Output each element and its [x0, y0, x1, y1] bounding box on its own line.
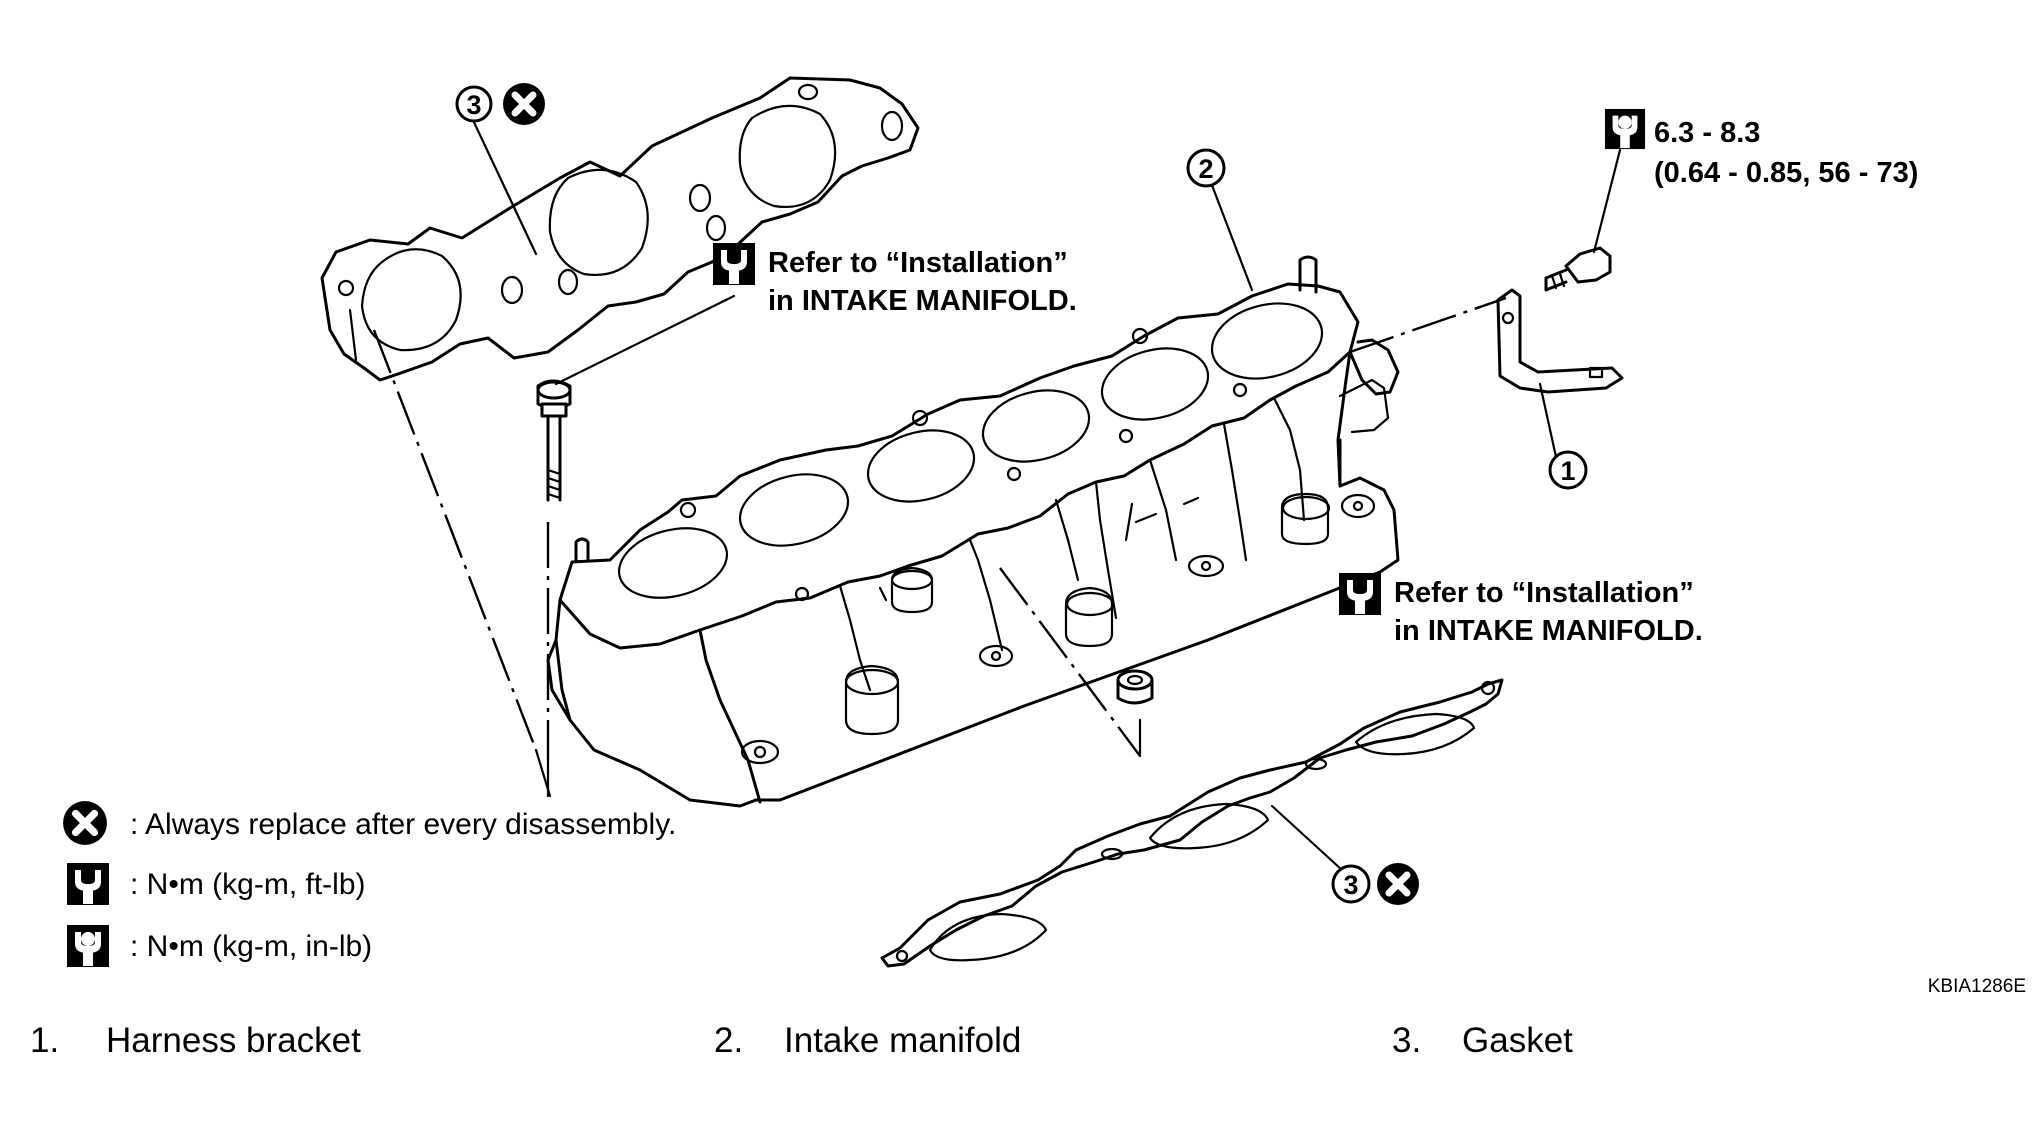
leader-torque-spec	[1592, 148, 1622, 254]
part-3-name: Gasket	[1462, 1021, 1573, 1060]
note-lower-line2: in INTAKE MANIFOLD.	[1394, 615, 1703, 647]
alignment-line-left	[372, 329, 538, 751]
torque-spec-line1: 6.3 - 8.3	[1654, 117, 1760, 149]
harness-bracket-bolt	[1544, 246, 1612, 292]
lower-gasket	[880, 678, 1504, 968]
part-2-name: Intake manifold	[784, 1021, 1021, 1060]
part-2-number: 2.	[714, 1021, 743, 1060]
x-circle-icon	[1377, 863, 1419, 905]
callout-3-upper: 3	[455, 85, 493, 123]
x-circle-icon	[503, 83, 545, 125]
leader-callout-1	[1538, 382, 1560, 468]
torque-wrench-icon	[67, 863, 109, 905]
parts-list: 1. Harness bracket 2. Intake manifold 3.…	[30, 1021, 1573, 1060]
upper-gasket	[320, 76, 920, 382]
manifold-bolt	[536, 379, 572, 502]
callout-1-label: 1	[1560, 456, 1575, 486]
part-1-name: Harness bracket	[106, 1021, 361, 1060]
legend-replace-text: : Always replace after every disassembly…	[130, 808, 676, 841]
callout-3-lower-label: 3	[1343, 870, 1358, 900]
callout-3-lower: 3	[1331, 864, 1371, 904]
alignment-line-nut	[999, 567, 1141, 757]
note-upper-line1: Refer to “Installation”	[768, 247, 1068, 279]
note-lower-line1: Refer to “Installation”	[1394, 577, 1694, 609]
manifold-nut	[1116, 669, 1154, 705]
torque-wrench-icon	[713, 243, 755, 285]
part-1-number: 1.	[30, 1021, 59, 1060]
leader-callout-3-upper	[470, 116, 538, 256]
x-circle-icon	[63, 801, 107, 845]
torque-spec-line2: (0.64 - 0.85, 56 - 73)	[1654, 157, 1918, 189]
alignment-line-bracket	[1349, 296, 1507, 354]
part-3-number: 3.	[1392, 1021, 1421, 1060]
legend-torque-ftlb-text: : N•m (kg-m, ft-lb)	[130, 868, 366, 901]
leader-callout-3-lower	[1270, 804, 1344, 872]
callout-2-label: 2	[1198, 154, 1213, 184]
torque-wrench-filled-icon	[1604, 108, 1646, 150]
torque-wrench-filled-icon	[67, 925, 109, 967]
callout-3-upper-label: 3	[466, 90, 481, 120]
harness-bracket	[1496, 288, 1624, 394]
leader-note-upper	[554, 294, 736, 386]
leader-callout-2	[1208, 178, 1254, 292]
intake-manifold	[546, 255, 1400, 808]
legend-torque-inlb-text: : N•m (kg-m, in-lb)	[130, 930, 372, 963]
callout-2: 2	[1186, 148, 1226, 188]
note-upper-line2: in INTAKE MANIFOLD.	[768, 285, 1077, 317]
torque-wrench-icon	[1339, 573, 1381, 615]
callout-1: 1	[1548, 450, 1588, 490]
figure-code: KBIA1286E	[1928, 976, 2026, 997]
